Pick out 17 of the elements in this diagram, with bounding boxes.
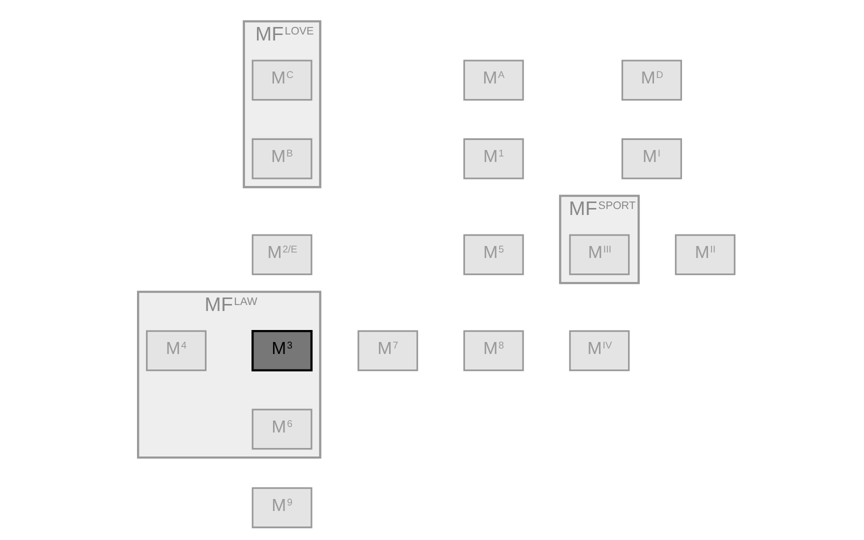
- node-box: M$^{II}$: [674, 234, 736, 276]
- node-box: M$^{1}$: [463, 138, 524, 180]
- node-box: M$^{2/E}$: [252, 234, 312, 276]
- node-box: M$^{A}$: [463, 60, 524, 101]
- node-box: M$^{5}$: [463, 234, 524, 276]
- node-box: M$^{6}$: [252, 408, 312, 450]
- node-box: M$^{4}$: [146, 330, 207, 372]
- node-box: M$^{8}$: [463, 330, 524, 372]
- node-box: M$^{D}$: [621, 60, 682, 101]
- node-box: M$^{9}$: [252, 487, 312, 528]
- node-box: M$^{3}$: [252, 330, 313, 372]
- node-box: M$^{C}$: [252, 60, 312, 101]
- node-box: M$^{III}$: [569, 234, 630, 276]
- node-box: M$^{7}$: [358, 330, 418, 372]
- node-box: M$^{IV}$: [569, 330, 630, 372]
- node-box: M$^{I}$: [621, 138, 682, 180]
- node-box: M$^{B}$: [252, 138, 312, 180]
